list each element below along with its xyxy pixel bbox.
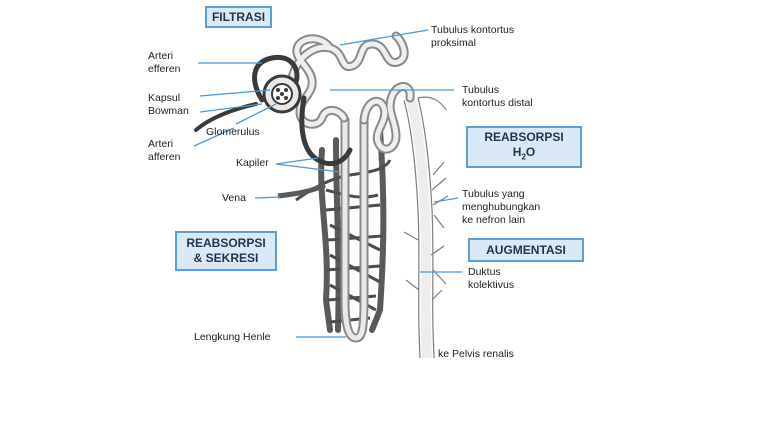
label-pelvis-renalis: ke Pelvis renalis xyxy=(438,348,514,360)
reabsorpsi-h2o-line2: H2O xyxy=(512,144,536,162)
leader-lines xyxy=(193,29,462,338)
reabsorpsi-h2o-line1: REABSORPSI xyxy=(484,129,564,144)
label-vena: Vena xyxy=(222,192,246,204)
loop-of-henle xyxy=(340,118,369,343)
filtrasi-box: FILTRASI xyxy=(205,6,272,28)
vena-vessel xyxy=(277,182,327,199)
reabsorpsi-sekresi-box: REABSORPSI & SEKRESI xyxy=(175,231,277,271)
augmentasi-text: AUGMENTASI xyxy=(486,242,566,257)
reabsorpsi-sekresi-line2: & SEKRESI xyxy=(193,251,259,265)
collecting-duct xyxy=(403,96,449,359)
proximal-tubule xyxy=(287,31,409,129)
reabsorpsi-h2o-box: REABSORPSI H2O xyxy=(466,126,582,168)
bowman-capsule xyxy=(262,74,302,114)
collecting-duct-fill xyxy=(406,100,432,358)
filtrasi-text: FILTRASI xyxy=(211,9,266,24)
label-kapiler: Kapiler xyxy=(236,157,269,169)
label-glomerulus: Glomerulus xyxy=(206,126,260,138)
reabsorpsi-sekresi-line1: REABSORPSI xyxy=(186,236,266,250)
label-lengkung-henle: Lengkung Henle xyxy=(194,331,271,343)
distal-tubule xyxy=(359,82,415,154)
augmentasi-box: AUGMENTASI xyxy=(468,238,584,262)
